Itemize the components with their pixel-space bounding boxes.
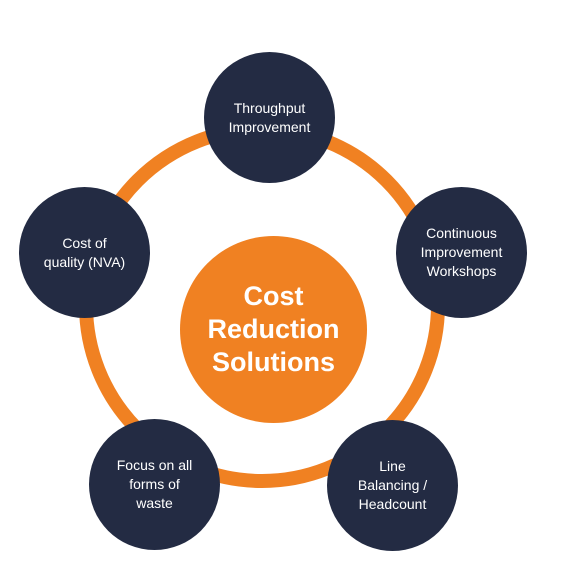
node-focus-on-waste: Focus on all forms of waste xyxy=(89,419,220,550)
node-label: Line Balancing / Headcount xyxy=(357,458,428,512)
node-throughput-improvement: Throughput Improvement xyxy=(204,52,335,183)
node-continuous-improvement-workshops: Continuous Improvement Workshops xyxy=(396,187,527,318)
node-label: Throughput Improvement xyxy=(228,99,311,135)
node-label: Continuous Improvement Workshops xyxy=(420,225,503,279)
node-label: Focus on all forms of waste xyxy=(116,457,193,511)
node-line-balancing-headcount: Line Balancing / Headcount xyxy=(327,420,458,551)
node-label: Cost of quality (NVA) xyxy=(43,234,126,270)
node-cost-of-quality: Cost of quality (NVA) xyxy=(19,187,150,318)
center-circle: Cost Reduction Solutions xyxy=(180,236,367,423)
center-label: Cost Reduction Solutions xyxy=(207,281,340,377)
